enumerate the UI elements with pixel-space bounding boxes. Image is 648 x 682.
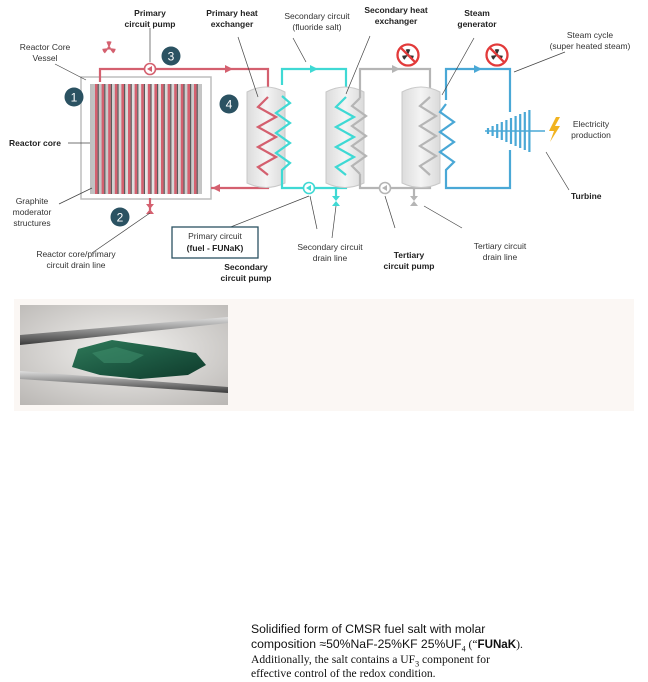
- fuel-channel: [121, 84, 124, 194]
- fuel-salt-photo: [20, 305, 228, 405]
- graphite-block: [183, 84, 185, 194]
- reactor-vessel: [80, 76, 212, 200]
- label-reactor-core: Reactor core: [9, 138, 61, 148]
- graphite-block: [163, 84, 165, 194]
- fuel-channel: [141, 84, 144, 194]
- fuel-channel: [154, 84, 157, 194]
- tertiary-drain-valve: [410, 196, 418, 206]
- caption-line-3b: component for: [419, 652, 490, 666]
- fuel-channel: [108, 84, 111, 194]
- radiation-warning-icon: [102, 41, 116, 54]
- fuel-channel: [134, 84, 138, 194]
- badge-1: 1: [64, 87, 84, 107]
- label-turbine: Turbine: [571, 191, 602, 201]
- label-secondary-circuit: Secondary circuit(fluoride salt): [284, 11, 350, 32]
- primary-flow-arrow: [225, 65, 233, 73]
- no-radiation-icon: [396, 43, 420, 67]
- graphite-block: [150, 84, 152, 194]
- fuel-salt-photo-panel: Solidified form of CMSR fuel salt with m…: [14, 299, 634, 680]
- fuel-channel: [114, 84, 118, 194]
- leader-lines: [54, 28, 570, 254]
- graphite-block: [176, 84, 178, 194]
- graphite-block: [190, 84, 192, 194]
- steam-flow-arrow: [474, 65, 482, 73]
- graphite-block: [170, 84, 172, 194]
- graphite-block: [124, 84, 126, 194]
- graphite-block: [97, 84, 99, 194]
- caption-line-2a: composition ≈50%NaF-25%KF 25%UF: [251, 637, 462, 652]
- secondary-heat-exchanger: [325, 86, 365, 188]
- graphite-block: [157, 84, 159, 194]
- tertiary-flow-arrow: [392, 65, 400, 73]
- label-primary-circuit-box: Primary circuit(fuel - FUNaK): [187, 231, 244, 253]
- reactor-core: [90, 84, 202, 194]
- graphite-block: [143, 84, 145, 194]
- graphite-block: [104, 84, 106, 194]
- fuel-channel: [174, 84, 177, 194]
- caption-line-2c: ).: [516, 638, 523, 652]
- fuel-channel: [167, 84, 171, 194]
- secondary-drain-valve: [332, 196, 340, 206]
- badge-2: 2: [110, 207, 130, 227]
- fuel-channel: [95, 84, 98, 194]
- fuel-channel: [187, 84, 190, 194]
- secondary-pump: [302, 181, 316, 195]
- graphite-block: [117, 84, 119, 194]
- badge-4: 4: [219, 94, 239, 114]
- tertiary-hx-coil-in-secondary: [350, 97, 368, 175]
- graphite-block: [196, 84, 198, 194]
- caption-funak: FUNaK: [477, 638, 517, 652]
- fuel-channel: [128, 84, 131, 194]
- graphite-block: [137, 84, 139, 194]
- fuel-salt-caption: Solidified form of CMSR fuel salt with m…: [251, 622, 648, 682]
- svg-text:1: 1: [71, 91, 78, 105]
- primary-pump: [143, 62, 157, 76]
- caption-line-2b: (“: [465, 638, 478, 652]
- primary-circuit-label-box: [171, 226, 259, 259]
- graphite-block: [130, 84, 132, 194]
- fuel-channel: [194, 84, 197, 194]
- caption-line-1: Solidified form of CMSR fuel salt with m…: [251, 622, 486, 636]
- primary-drain-valve: [146, 204, 154, 214]
- steam-generator-tertiary-coil: [417, 96, 439, 176]
- fuel-channel: [161, 84, 164, 194]
- turbine: [485, 110, 545, 152]
- graphite-block: [110, 84, 112, 194]
- svg-text:3: 3: [168, 50, 175, 64]
- steam-loop: [438, 67, 512, 190]
- fuel-channel: [101, 84, 105, 194]
- caption-line-4: effective control of the redox condition…: [251, 667, 436, 681]
- primary-flow-arrow-return: [212, 184, 220, 192]
- tertiary-pump: [378, 181, 392, 195]
- secondary-flow-arrow: [310, 65, 318, 73]
- caption-line-3a: Additionally, the salt contains a UF: [251, 652, 416, 666]
- fuel-channel: [180, 84, 184, 194]
- svg-text:4: 4: [226, 98, 233, 112]
- label-steam-cycle: Steam cycle(super heated steam): [550, 30, 631, 51]
- lightning-icon: [549, 117, 560, 142]
- secondary-hx-coil: [333, 96, 357, 176]
- badge-3: 3: [161, 46, 181, 66]
- svg-text:2: 2: [117, 211, 124, 225]
- no-radiation-icon: [485, 43, 509, 67]
- core-fuel-channels: [95, 84, 198, 194]
- primary-hx-coil: [255, 96, 279, 176]
- fuel-channel: [147, 84, 151, 194]
